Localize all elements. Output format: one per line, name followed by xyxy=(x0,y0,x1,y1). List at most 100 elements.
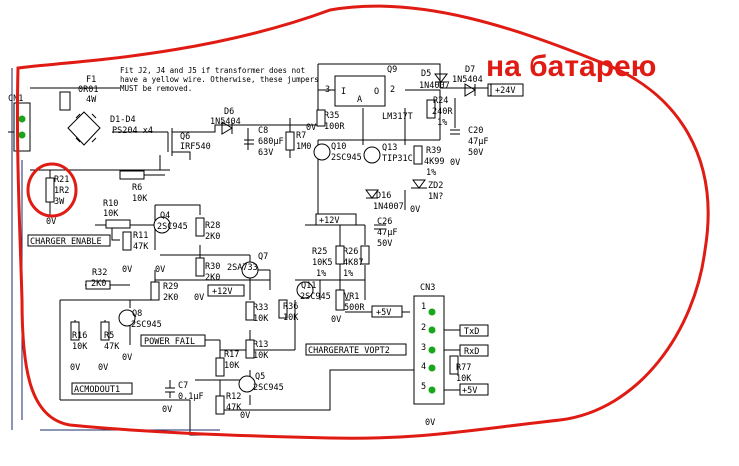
cn3-pin-2 xyxy=(428,326,436,334)
svg-text:4K99: 4K99 xyxy=(424,157,444,167)
svg-text:R33: R33 xyxy=(253,303,268,313)
svg-text:R39: R39 xyxy=(426,146,441,156)
svg-text:Q9: Q9 xyxy=(387,65,397,75)
svg-text:1N5404: 1N5404 xyxy=(452,75,483,85)
svg-text:O: O xyxy=(374,87,379,97)
svg-text:R24: R24 xyxy=(433,96,448,106)
svg-text:10K: 10K xyxy=(224,361,240,371)
svg-text:3: 3 xyxy=(421,343,426,353)
svg-text:I: I xyxy=(341,87,346,97)
svg-text:+24V: +24V xyxy=(495,86,515,96)
svg-text:1M0: 1M0 xyxy=(296,142,311,152)
svg-text:0V: 0V xyxy=(331,315,341,325)
net-chargerate: CHARGERATE_VOPT2 xyxy=(305,343,407,356)
svg-text:2K0: 2K0 xyxy=(91,279,106,289)
svg-text:D16: D16 xyxy=(376,191,391,201)
resistor-r29: R29 2K0 xyxy=(150,281,178,303)
svg-text:Q8: Q8 xyxy=(132,309,142,319)
svg-text:0V: 0V xyxy=(98,363,108,373)
svg-text:Q10: Q10 xyxy=(331,142,346,152)
svg-text:10K: 10K xyxy=(253,314,269,324)
svg-text:2SA733: 2SA733 xyxy=(227,263,258,273)
svg-text:+5V: +5V xyxy=(376,308,391,318)
svg-text:1%: 1% xyxy=(426,168,436,178)
resistor-r17: R17 10K xyxy=(215,350,240,377)
svg-text:R21: R21 xyxy=(54,175,69,185)
svg-text:R11: R11 xyxy=(133,231,148,241)
svg-text:10K: 10K xyxy=(103,209,119,219)
svg-text:2: 2 xyxy=(390,85,395,95)
svg-text:R13: R13 xyxy=(253,340,268,350)
svg-text:R77: R77 xyxy=(456,363,471,373)
red-circle-r21 xyxy=(26,162,78,218)
svg-text:0V: 0V xyxy=(46,217,56,227)
svg-text:1%: 1% xyxy=(316,269,326,279)
svg-text:2K0: 2K0 xyxy=(205,273,220,283)
svg-text:F1: F1 xyxy=(86,75,96,85)
resistor-r30: R30 2K0 0V xyxy=(194,257,220,303)
net-plus5: +5V xyxy=(371,305,403,318)
mosfet-q6: Q6 IRF540 xyxy=(167,128,211,160)
svg-text:0.1µF: 0.1µF xyxy=(178,392,204,402)
svg-text:0V: 0V xyxy=(240,411,250,421)
svg-text:Q7: Q7 xyxy=(258,252,268,262)
svg-text:3: 3 xyxy=(325,85,330,95)
bridge-rectifier-d1-d4: D1-D4 PS204 x4 xyxy=(67,111,153,146)
jumper-note: Fit J2, J4 and J5 if transformer does no… xyxy=(120,66,319,93)
svg-text:D6: D6 xyxy=(224,107,234,117)
resistor-r33: R33 10K xyxy=(245,301,269,324)
svg-text:0V: 0V xyxy=(425,418,435,428)
svg-text:C20: C20 xyxy=(468,126,483,136)
transistor-q11: Q11 2SC945 0V xyxy=(296,281,341,325)
net-txd: TxD xyxy=(459,324,489,337)
net-rxd: RxD xyxy=(459,344,489,357)
svg-text:680µF: 680µF xyxy=(258,137,284,147)
svg-text:R10: R10 xyxy=(103,199,118,209)
svg-text:Fit J2, J4 and J5 if transform: Fit J2, J4 and J5 if transformer does no… xyxy=(120,66,305,75)
svg-text:IRF540: IRF540 xyxy=(180,142,211,152)
svg-text:R36: R36 xyxy=(283,302,298,312)
svg-text:1N?: 1N? xyxy=(428,192,443,202)
diode-d16: D16 1N4007 xyxy=(365,189,404,212)
battery-annotation: на батарею xyxy=(486,50,656,83)
svg-text:500R: 500R xyxy=(344,303,365,313)
fuse-f1: F1 0R01 4W xyxy=(59,75,98,111)
net-power-fail: POWER FAIL xyxy=(140,334,206,347)
diode-d5: D5 1N4007 xyxy=(419,69,450,91)
svg-text:CN3: CN3 xyxy=(420,283,435,293)
connector-cn3: CN3 1 2 3 4 5 0V xyxy=(413,283,445,428)
svg-text:TIP31C: TIP31C xyxy=(382,154,413,164)
svg-text:0V: 0V xyxy=(70,363,80,373)
svg-text:D5: D5 xyxy=(421,69,431,79)
svg-text:10K: 10K xyxy=(283,313,299,323)
svg-text:1%: 1% xyxy=(437,118,447,128)
svg-text:3W: 3W xyxy=(54,197,65,207)
svg-text:2SC945: 2SC945 xyxy=(157,222,188,232)
svg-text:47µF: 47µF xyxy=(468,137,488,147)
svg-text:1R2: 1R2 xyxy=(54,186,69,196)
svg-text:PS204 x4: PS204 x4 xyxy=(112,126,153,136)
svg-text:0V: 0V xyxy=(122,353,132,363)
resistor-r11: R11 47K 0V xyxy=(122,231,149,275)
transistor-q7: Q7 2SA733 xyxy=(227,252,268,279)
resistor-r7: R7 1M0 xyxy=(285,131,311,152)
transistor-q5: Q5 2SC945 0V xyxy=(238,372,284,421)
svg-text:1: 1 xyxy=(421,302,426,312)
svg-text:2: 2 xyxy=(421,323,426,333)
cn1-label: CN1 xyxy=(8,94,23,104)
svg-text:VR1: VR1 xyxy=(344,292,359,302)
svg-text:Q4: Q4 xyxy=(160,211,170,221)
diode-d6: D6 1N5404 xyxy=(210,107,241,135)
svg-text:10K: 10K xyxy=(456,374,472,384)
svg-text:ACMODOUT1: ACMODOUT1 xyxy=(74,385,120,395)
svg-text:0V: 0V xyxy=(122,265,132,275)
capacitor-c26: C26 47µF 50V xyxy=(374,217,397,249)
svg-text:Q13: Q13 xyxy=(382,143,397,153)
svg-text:R32: R32 xyxy=(92,268,107,278)
svg-text:R7: R7 xyxy=(296,131,306,141)
svg-text:2SC945: 2SC945 xyxy=(131,320,162,330)
svg-text:R35: R35 xyxy=(324,111,339,121)
resistor-r77: R77 10K xyxy=(449,355,472,384)
capacitor-c20: C20 47µF 50V 0V xyxy=(450,126,488,168)
svg-text:50V: 50V xyxy=(468,148,483,158)
